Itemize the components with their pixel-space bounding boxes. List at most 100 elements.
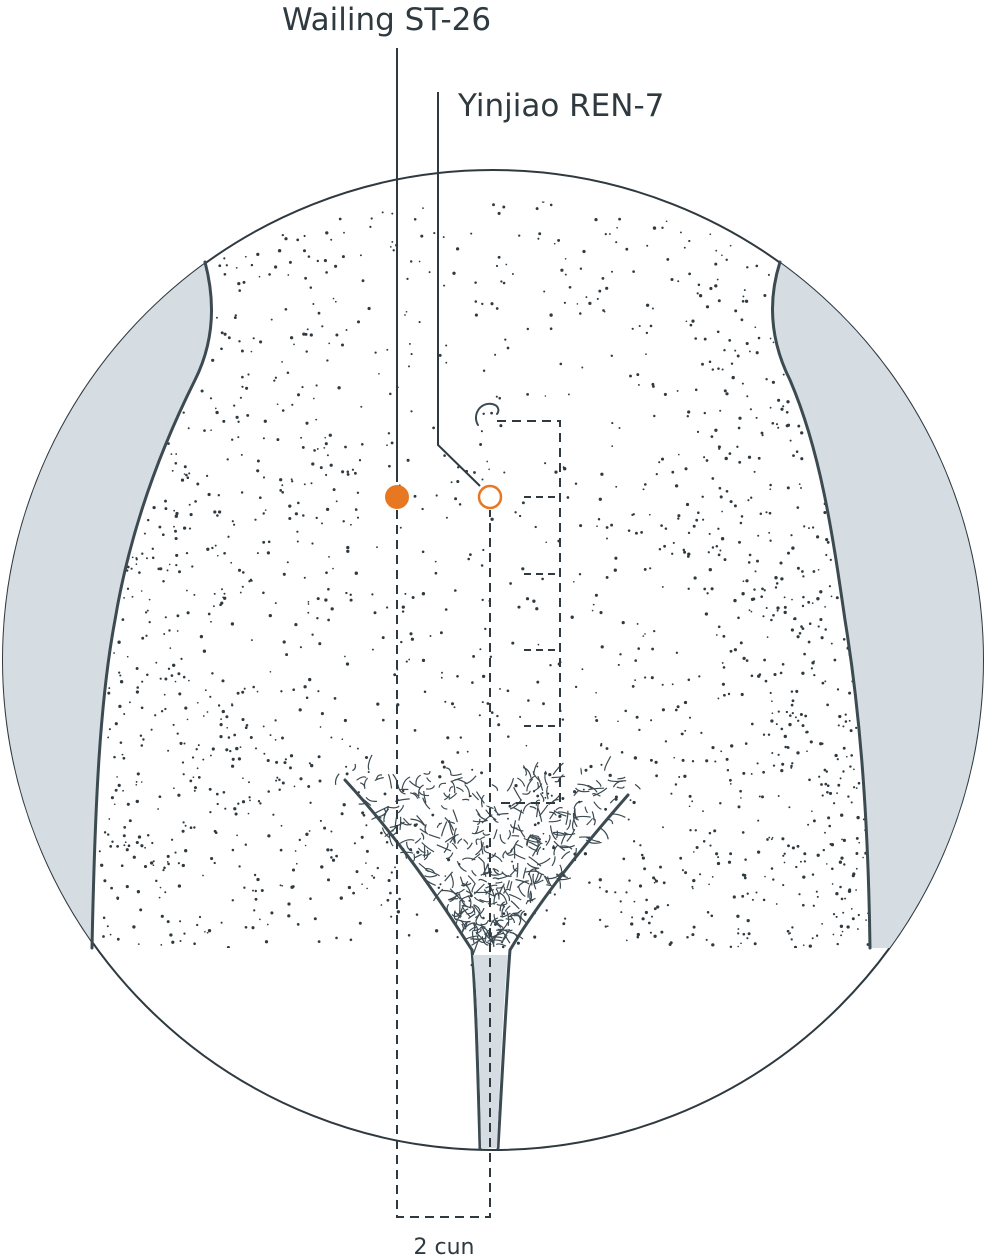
- stipple-dot: [746, 918, 750, 923]
- stipple-dot: [198, 1088, 202, 1092]
- stipple-dot: [620, 911, 623, 914]
- hair-stroke: [481, 936, 489, 946]
- stipple-dot: [864, 1037, 868, 1041]
- stipple-dot: [740, 1133, 744, 1137]
- stipple-dot: [244, 726, 248, 730]
- stipple-dot: [114, 788, 118, 792]
- stipple-dot: [593, 1150, 595, 1152]
- yinjiao-point-marker[interactable]: [477, 484, 503, 510]
- stipple-dot: [798, 631, 802, 635]
- stipple-dot: [785, 1110, 789, 1115]
- stipple-dot: [799, 238, 803, 242]
- stipple-dot: [230, 764, 235, 768]
- hair-stroke: [374, 806, 388, 814]
- stipple-dot: [266, 923, 269, 926]
- stipple-dot: [247, 373, 250, 376]
- stipple-dot: [287, 274, 290, 276]
- stipple-dot: [858, 1122, 861, 1125]
- stipple-dot: [676, 1144, 679, 1148]
- stipple-dot: [885, 975, 888, 978]
- hair-stroke: [560, 832, 568, 845]
- stipple-dot: [661, 585, 664, 588]
- stipple-dot: [878, 1050, 881, 1053]
- stipple-dot: [183, 1110, 186, 1113]
- stipple-dot: [161, 1089, 165, 1093]
- wailing-point-marker[interactable]: [385, 485, 409, 509]
- stipple-dot: [287, 902, 291, 906]
- stipple-dot: [166, 1072, 169, 1075]
- hair-stroke: [483, 845, 490, 854]
- stipple-dot: [233, 523, 236, 526]
- stipple-dot: [119, 680, 124, 684]
- stipple-dot: [429, 635, 432, 637]
- stipple-dot: [549, 313, 553, 317]
- stipple-dot: [254, 889, 257, 893]
- hair-stroke: [549, 825, 557, 841]
- stipple-dot: [284, 307, 288, 311]
- stipple-dot: [175, 511, 179, 516]
- stipple-dot: [214, 407, 217, 410]
- stipple-dot: [199, 216, 204, 220]
- stipple-dot: [825, 863, 828, 865]
- hair-stroke: [522, 790, 531, 795]
- hair-stroke: [529, 805, 537, 810]
- stipple-dot: [338, 217, 342, 221]
- stipple-dot: [748, 350, 751, 353]
- stipple-dot: [837, 783, 841, 787]
- stipple-dot: [182, 526, 187, 530]
- stipple-dot: [196, 701, 199, 704]
- stipple-dot: [157, 808, 160, 810]
- stipple-dot: [606, 537, 608, 540]
- stipple-dot: [826, 784, 830, 787]
- stipple-dot: [634, 679, 637, 682]
- stipple-dot: [109, 288, 113, 292]
- hair-stroke: [507, 848, 513, 855]
- stipple-dot: [361, 883, 363, 886]
- stipple-dot: [734, 309, 738, 313]
- stipple-dot: [820, 636, 824, 640]
- stipple-dot: [359, 254, 362, 257]
- stipple-dot: [780, 407, 784, 411]
- stipple-dot: [371, 648, 374, 651]
- stipple-dot: [409, 632, 413, 636]
- stipple-dot: [179, 221, 182, 225]
- stipple-dot: [86, 1017, 89, 1020]
- stipple-dot: [836, 688, 840, 691]
- stipple-dot: [127, 992, 131, 995]
- stipple-dot: [321, 522, 323, 525]
- stipple-dot: [228, 1147, 231, 1150]
- stipple-dot: [693, 576, 697, 580]
- stipple-dot: [519, 715, 522, 718]
- stipple-dot: [566, 496, 570, 499]
- stipple-dot: [459, 736, 462, 739]
- stipple-dot: [876, 322, 878, 324]
- stipple-dot: [434, 929, 439, 933]
- stipple-dot: [273, 265, 278, 269]
- stipple-dot: [821, 742, 824, 745]
- stipple-dot: [880, 293, 883, 296]
- stipple-dot: [155, 1053, 160, 1057]
- hair-stroke: [387, 773, 393, 789]
- stipple-dot: [608, 773, 612, 778]
- stipple-dot: [355, 870, 359, 874]
- hair-stroke: [473, 904, 481, 912]
- stipple-dot: [741, 299, 745, 303]
- stipple-dot: [688, 716, 692, 719]
- stipple-dot: [313, 1122, 317, 1127]
- stipple-dot: [833, 658, 837, 662]
- stipple-dot: [180, 478, 185, 482]
- stipple-dot: [843, 863, 846, 866]
- hair-stroke: [573, 789, 580, 797]
- stipple-dot: [330, 607, 334, 611]
- stipple-dot: [605, 747, 609, 750]
- stipple-dot: [239, 591, 242, 594]
- stipple-dot: [99, 1023, 101, 1026]
- stipple-dot: [860, 1028, 863, 1030]
- stipple-dot: [95, 1061, 99, 1065]
- stipple-dot: [689, 829, 692, 832]
- hair-stroke: [423, 771, 431, 775]
- stipple-dot: [176, 732, 179, 735]
- stipple-dot: [320, 712, 324, 716]
- stipple-dot: [486, 460, 489, 463]
- stipple-dot: [842, 911, 845, 914]
